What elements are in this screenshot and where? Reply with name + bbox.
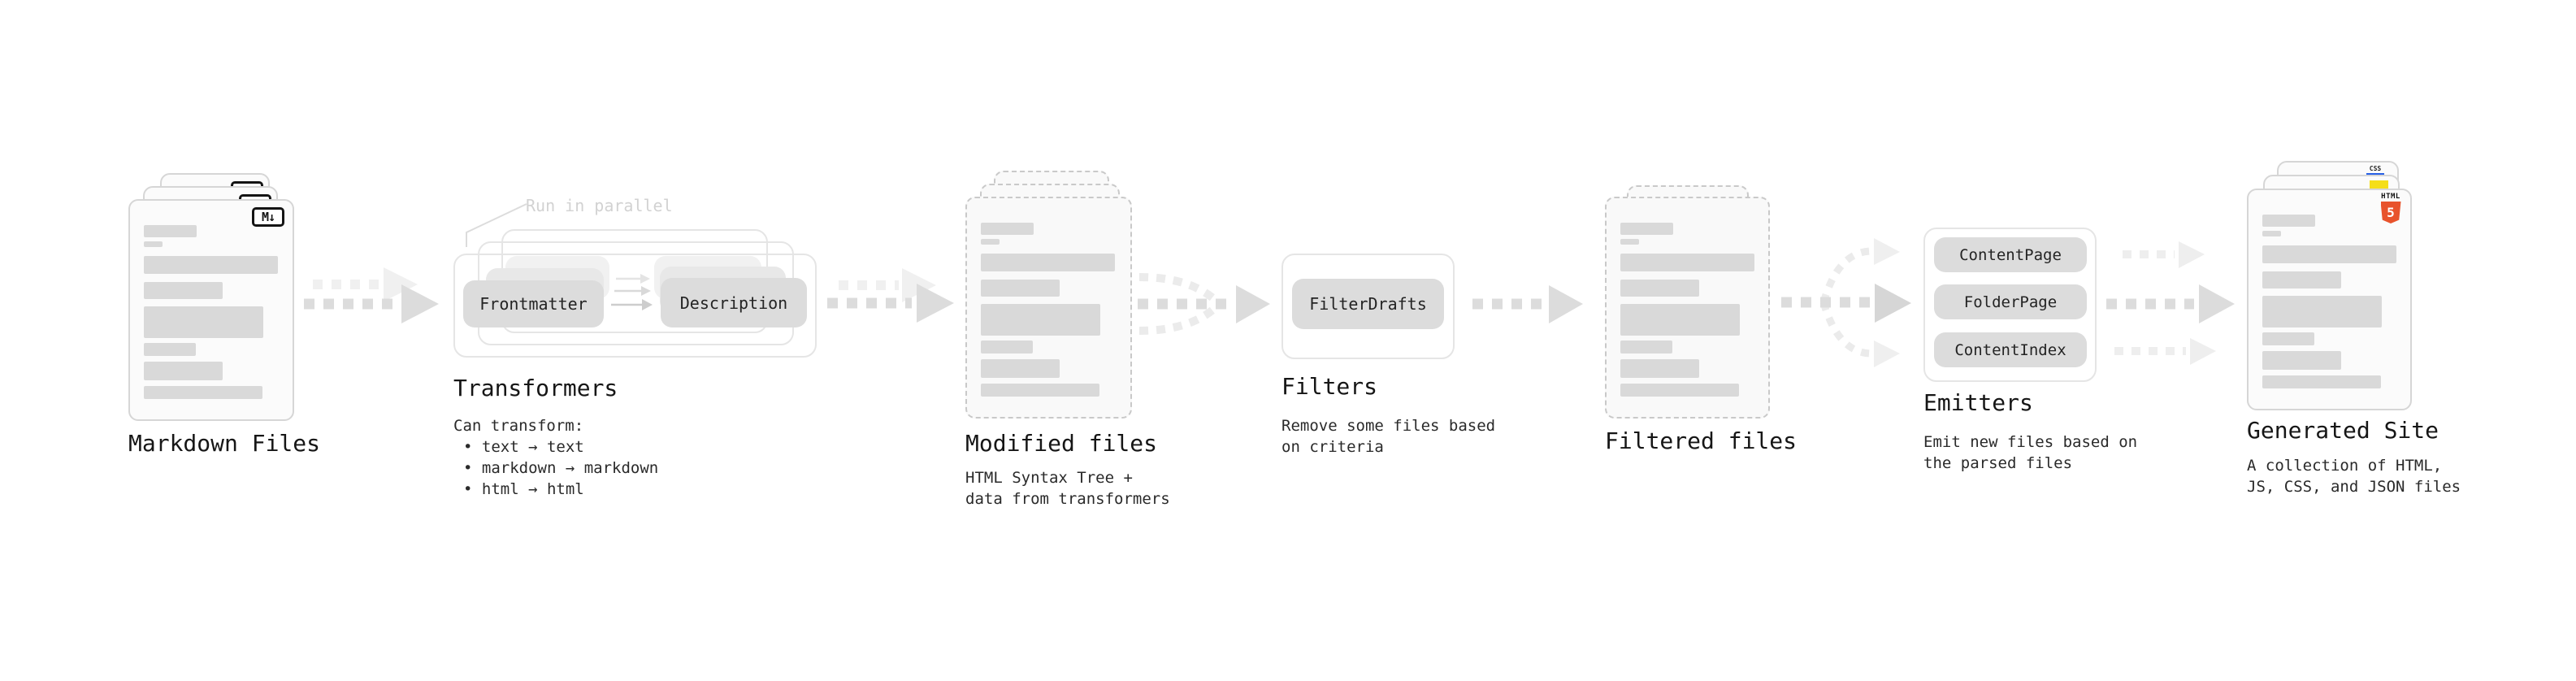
filtered-files-title: Filtered files xyxy=(1605,427,1798,454)
bullet-item: • text → text xyxy=(463,438,584,456)
parallel-note-callout-line xyxy=(466,203,527,247)
arrow-filtered-to-emitters-fanout xyxy=(1781,238,1911,367)
markdown-icon: M↓ xyxy=(252,207,284,227)
filters-title: Filters xyxy=(1281,373,1378,400)
text-line-bar xyxy=(2262,231,2281,236)
description-pill: Description xyxy=(661,278,807,327)
markdown-files-title: Markdown Files xyxy=(128,430,321,457)
filters-description: Remove some files based on criteria xyxy=(1281,417,1496,456)
contentindex-pill: ContentIndex xyxy=(1934,332,2087,367)
text-line-bar xyxy=(1620,254,1754,271)
generated-site-title: Generated Site xyxy=(2247,417,2439,444)
text-line-bar xyxy=(1620,304,1740,336)
arrow-emitters-to-site xyxy=(2106,241,2235,365)
text-line-bar xyxy=(981,304,1100,336)
transformers-description-heading: Can transform: xyxy=(453,417,584,435)
text-line-bar xyxy=(2262,271,2341,288)
filtered-file-card-front xyxy=(1605,197,1770,419)
arrow-markdown-to-transformers xyxy=(304,267,439,323)
transformer-run-box-front xyxy=(453,254,817,358)
text-line-bar xyxy=(144,343,196,356)
folderpage-pill: FolderPage xyxy=(1934,284,2087,319)
text-line-bar xyxy=(981,359,1060,378)
text-line-bar xyxy=(1620,359,1699,378)
emitters-title: Emitters xyxy=(1923,389,2033,416)
text-line-bar xyxy=(981,254,1115,271)
modified-files-title: Modified files xyxy=(965,430,1158,457)
text-line-bar xyxy=(144,241,163,247)
text-line-bar xyxy=(1620,280,1699,297)
text-line-bar xyxy=(1620,223,1673,235)
text-line-bar xyxy=(144,282,223,299)
text-line-bar xyxy=(2262,332,2314,345)
arrow-filters-to-filtered xyxy=(1472,285,1583,323)
text-line-bar xyxy=(981,239,1000,245)
javascript-icon xyxy=(2370,180,2388,190)
text-line-bar xyxy=(1620,384,1739,397)
arrow-modified-to-filters-merge xyxy=(1138,273,1270,335)
bullet-item: • html → html xyxy=(463,480,584,498)
markdown-file-card-front: M↓ xyxy=(128,199,294,421)
text-line-bar xyxy=(144,256,278,274)
text-line-bar xyxy=(2262,351,2341,370)
text-line-bar xyxy=(1620,239,1639,245)
text-line-bar xyxy=(144,225,197,237)
emitters-description: Emit new files based on the parsed files xyxy=(1923,433,2138,472)
modified-file-card-front xyxy=(965,197,1132,419)
transformers-bullet-list: • text → text • markdown → markdown • ht… xyxy=(463,436,658,500)
bullet-item: • markdown → markdown xyxy=(463,459,659,477)
transformer-pill-arrows xyxy=(611,274,653,310)
frontmatter-pill: Frontmatter xyxy=(463,280,604,327)
text-line-bar xyxy=(2262,245,2396,263)
text-line-bar xyxy=(981,223,1034,235)
text-line-bar xyxy=(2262,296,2382,327)
html5-icon: HTML 5 xyxy=(2379,193,2402,223)
run-in-parallel-note: Run in parallel xyxy=(526,196,673,215)
generated-site-description: A collection of HTML, JS, CSS, and JSON … xyxy=(2247,457,2461,496)
text-line-bar xyxy=(144,386,262,399)
filterdrafts-pill: FilterDrafts xyxy=(1292,279,1444,329)
text-line-bar xyxy=(1620,340,1672,354)
text-line-bar xyxy=(2262,375,2381,388)
text-line-bar xyxy=(144,362,223,380)
text-line-bar xyxy=(981,280,1060,297)
transformers-title: Transformers xyxy=(453,375,618,401)
site-file-card-html: HTML 5 xyxy=(2247,189,2412,410)
text-line-bar xyxy=(981,340,1033,354)
contentpage-pill: ContentPage xyxy=(1934,237,2087,272)
text-line-bar xyxy=(144,306,263,338)
text-line-bar xyxy=(981,384,1099,397)
text-line-bar xyxy=(2262,215,2315,227)
arrow-transformers-to-modified xyxy=(827,268,954,323)
modified-files-description: HTML Syntax Tree + data from transformer… xyxy=(965,469,1170,508)
